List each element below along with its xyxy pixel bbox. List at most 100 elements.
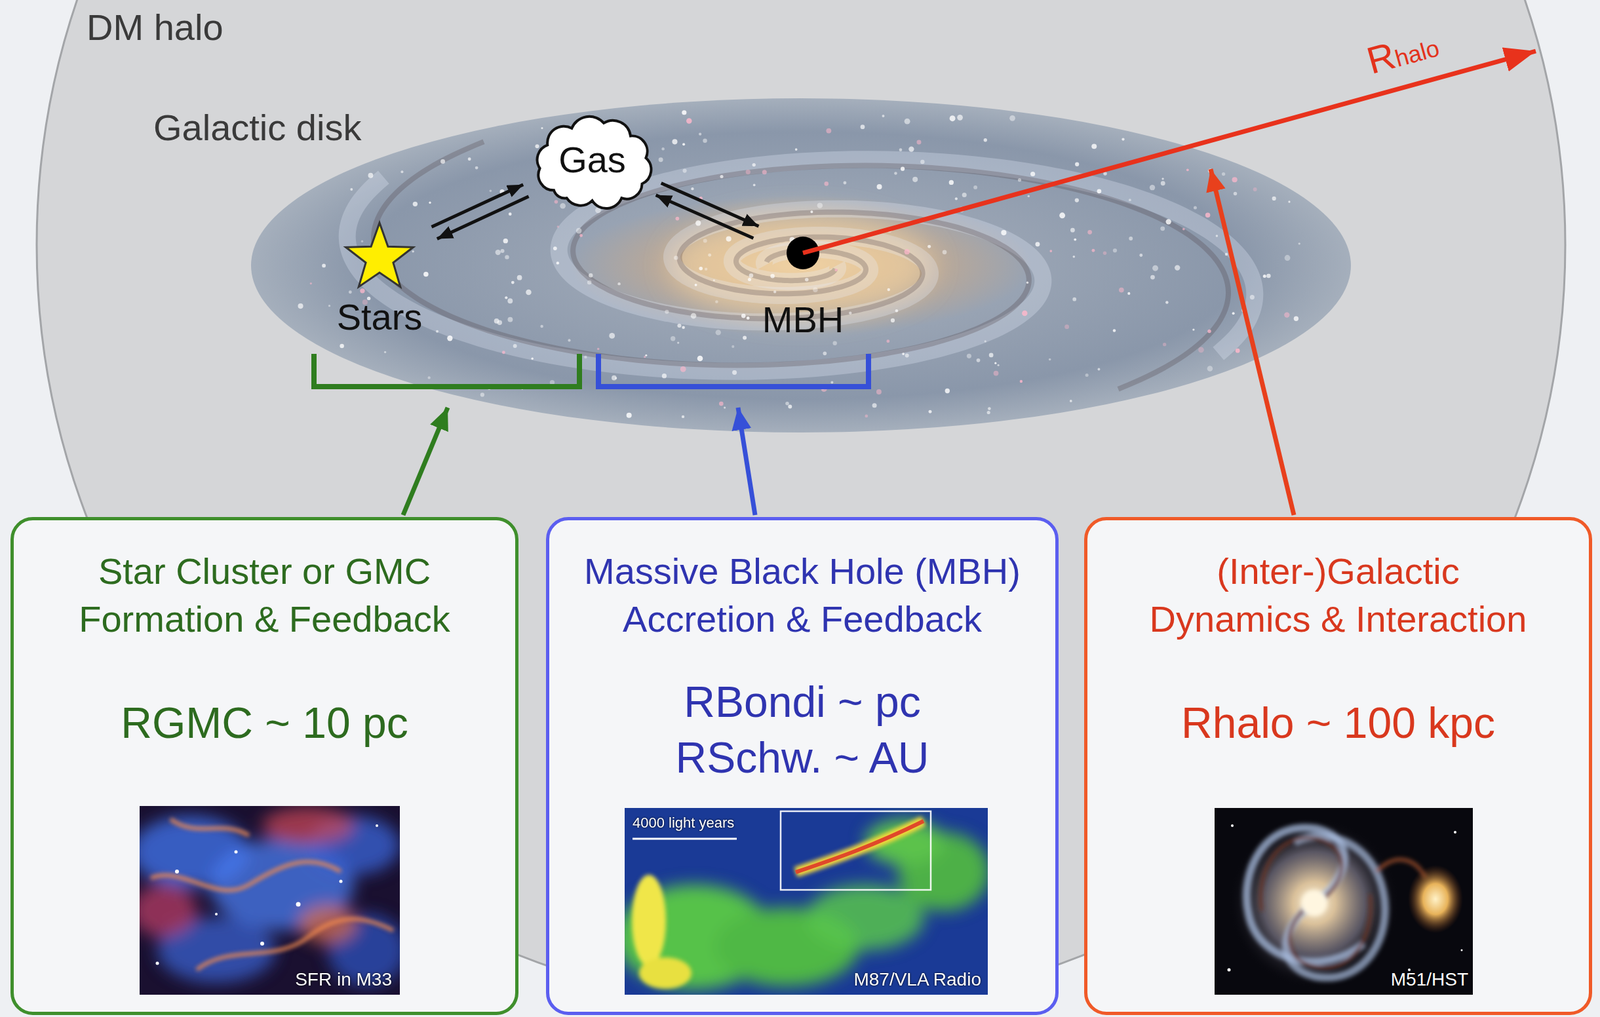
star-dot <box>702 138 708 143</box>
star-dot <box>1253 187 1258 192</box>
star-dot <box>617 282 621 286</box>
star-dot <box>1097 368 1101 371</box>
star-dot <box>1070 228 1075 233</box>
radio-jet-photo <box>795 821 924 873</box>
star-dot <box>872 403 878 408</box>
star-dot <box>949 115 956 122</box>
nebula-photo <box>234 850 238 855</box>
star-symbol <box>342 221 417 295</box>
whirlpool-photo <box>1286 836 1386 978</box>
star-dot <box>723 406 726 409</box>
star-dot <box>987 407 992 411</box>
star-dot <box>1026 281 1029 284</box>
star-dot <box>502 350 506 354</box>
star-dot <box>507 317 513 323</box>
star-dot <box>475 166 479 170</box>
star-dot <box>703 239 708 244</box>
star-dot <box>428 201 431 204</box>
star-dot <box>584 355 587 359</box>
star-dot <box>534 144 539 149</box>
star-dot <box>1233 192 1238 196</box>
star-dot <box>1205 212 1211 218</box>
star-dot <box>848 312 852 315</box>
star-dot <box>681 110 687 115</box>
star-dot <box>682 142 685 146</box>
star-dot <box>695 220 701 226</box>
star-dot <box>680 366 687 373</box>
star-dot <box>697 355 704 362</box>
star-dot <box>504 296 508 299</box>
node-label: MBH <box>762 297 844 342</box>
star-dot <box>1069 399 1073 403</box>
star-dot <box>997 364 1000 367</box>
star-dot <box>1085 373 1089 377</box>
star-dot <box>1072 297 1077 302</box>
scale-formula: Rhalo ~ 100 kpc <box>1109 695 1568 752</box>
star-dot <box>348 290 352 294</box>
star-dot <box>1103 251 1108 256</box>
star-dot <box>1249 294 1255 300</box>
star-dot <box>1232 176 1238 183</box>
star-dot <box>511 281 515 285</box>
stars-node: Stars <box>327 218 432 339</box>
star-dot <box>321 264 326 269</box>
star-dot <box>1048 358 1052 362</box>
whirlpool-photo <box>1227 824 1464 973</box>
nebula-photo <box>170 819 250 836</box>
star-dot <box>890 318 895 323</box>
star-dot <box>440 159 446 164</box>
star-dot <box>904 249 910 255</box>
star-dot <box>1162 342 1167 347</box>
star-dot <box>949 180 954 185</box>
halo-circle <box>36 0 1566 1010</box>
star-dot <box>681 325 685 330</box>
star-dot <box>1165 300 1169 305</box>
halo-radius-arrow <box>802 51 1536 254</box>
star-dot <box>787 404 792 409</box>
star-dot <box>928 410 933 414</box>
star-dot <box>1019 380 1023 383</box>
star-dot <box>480 392 485 397</box>
box-heading: Star Cluster or GMC Formation & Feedback <box>35 547 495 644</box>
whirlpool-photo <box>1453 831 1457 834</box>
star-dot <box>1149 184 1155 191</box>
star-dot <box>1225 253 1228 256</box>
star-dot <box>1000 230 1007 236</box>
nebula-photo <box>139 884 197 938</box>
star-dot <box>662 373 667 379</box>
scale-formula: RBondi ~ pc <box>563 674 1042 731</box>
star-dot <box>1121 137 1125 141</box>
star-dot <box>1049 249 1053 253</box>
star-dot <box>658 157 664 162</box>
star-dot <box>1030 171 1035 177</box>
whirlpool-photo <box>1407 865 1464 934</box>
star-dot <box>1263 274 1267 278</box>
star-dot <box>423 272 429 278</box>
star-dot <box>489 189 493 193</box>
star-dot <box>644 354 647 357</box>
star-dot <box>895 309 898 313</box>
radio-jet-photo <box>631 875 666 967</box>
nebula-photo <box>262 807 354 845</box>
star-dot <box>1097 188 1102 194</box>
star-dot <box>1091 143 1097 149</box>
star-dot <box>715 329 722 335</box>
star-dot <box>993 370 999 377</box>
halo-radius-arrow <box>802 51 1536 254</box>
star-dot <box>559 203 566 210</box>
star-dot <box>1186 168 1190 172</box>
star-dot <box>741 313 746 319</box>
star-dot <box>955 197 958 200</box>
star-dot <box>576 228 583 235</box>
star-dot <box>673 255 678 260</box>
mbh-node: MBH <box>750 233 856 342</box>
radio-jet-photo <box>795 821 924 873</box>
star-dot <box>832 341 837 346</box>
radio-jet-photo <box>624 819 988 990</box>
star-dot <box>503 238 508 244</box>
star-dot <box>361 240 364 243</box>
star-dot <box>942 250 948 255</box>
star-dot <box>677 323 682 328</box>
star-dot <box>400 170 404 174</box>
whirlpool-photo <box>1260 837 1342 912</box>
